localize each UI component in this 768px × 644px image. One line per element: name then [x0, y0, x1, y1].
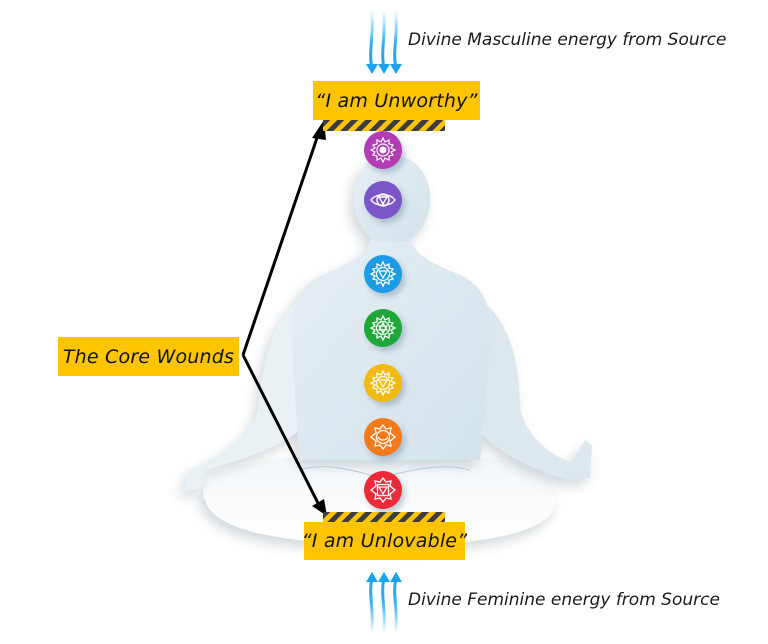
solar-plexus-chakra-icon [364, 364, 402, 402]
heart-chakra-icon [364, 309, 402, 347]
throat-chakra-icon [364, 255, 402, 293]
figure-body [182, 155, 592, 492]
unlovable-wound-label: “I am Unlovable” [302, 522, 467, 560]
masculine-energy-arrows [369, 9, 398, 69]
hazard-stripe-bottom [323, 512, 445, 522]
unworthy-wound-label: “I am Unworthy” [313, 81, 480, 120]
crown-chakra-icon [364, 131, 402, 169]
hazard-stripe-top [323, 120, 445, 131]
root-chakra-icon [364, 471, 402, 509]
sacral-chakra-icon [364, 418, 402, 456]
core-wound-arrows [241, 134, 322, 508]
core-wounds-label: The Core Wounds [58, 337, 239, 376]
masculine-energy-caption: Divine Masculine energy from Source [408, 30, 727, 50]
third-eye-chakra-icon [364, 181, 402, 219]
feminine-energy-caption: Divine Feminine energy from Source [408, 590, 720, 610]
feminine-energy-arrows [369, 577, 398, 635]
